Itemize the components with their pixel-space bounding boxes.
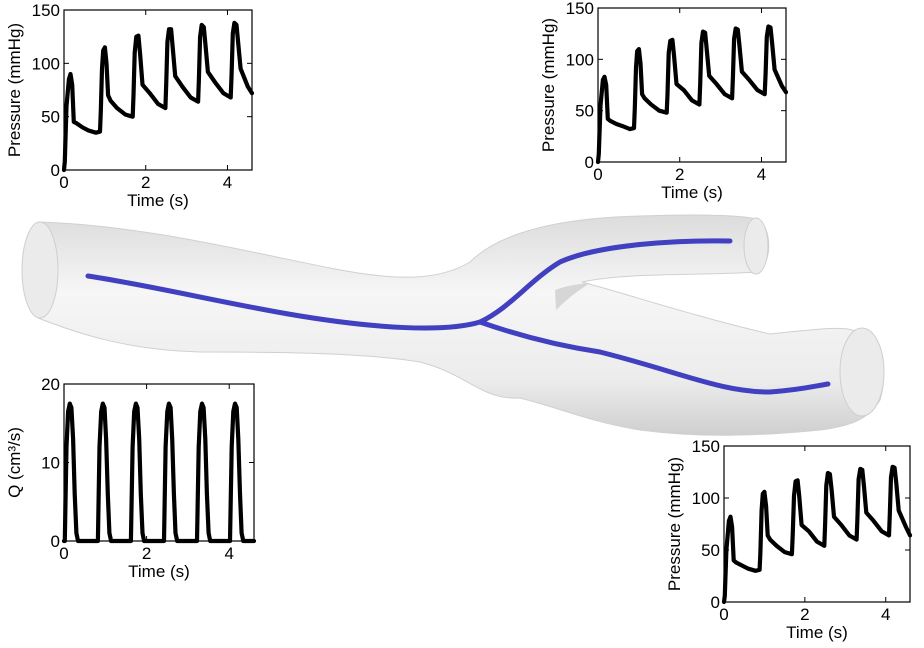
pressure-bottom-right-ytick-label: 100 — [692, 489, 720, 508]
pressure-top-left-ytick-label: 150 — [32, 1, 60, 20]
pressure-bottom-right-ytick-label: 50 — [701, 541, 720, 560]
pressure-top-right-ytick-label: 50 — [575, 102, 594, 121]
pressure-top-right-xlabel: Time (s) — [661, 183, 723, 202]
pressure-bottom-right-ytick-label: 0 — [711, 593, 720, 612]
pressure-top-left-axes-frame — [63, 9, 253, 171]
outlet-opening-lower — [839, 327, 885, 417]
inlet-opening — [21, 221, 59, 319]
pressure-top-left-ylabel: Pressure (mmHg) — [5, 23, 24, 157]
flow-bottom-left-ylabel: Q (cm³/s) — [5, 427, 24, 498]
pressure-top-left-series-line — [61, 20, 255, 173]
flow-bottom-left-series-line — [61, 401, 257, 544]
flow-bottom-left-ytick-label: 0 — [51, 532, 60, 551]
pressure-top-right-axes-frame — [597, 7, 787, 163]
flow-bottom-left-xtick-label: 4 — [224, 544, 233, 563]
pressure-top-left-xtick-label: 0 — [59, 173, 68, 192]
flow-bottom-left-axes-frame — [63, 383, 255, 542]
flow-bottom-left-ytick-label: 20 — [41, 375, 60, 394]
vessel-centerline-branch — [477, 319, 831, 395]
pressure-top-right-ytick-label: 0 — [585, 153, 594, 172]
vessel-model — [21, 214, 885, 436]
pressure-bottom-right-ytick-label: 150 — [692, 437, 720, 456]
pressure-bottom-right-axes-frame — [723, 445, 911, 603]
pressure-bottom-right-ylabel: Pressure (mmHg) — [665, 457, 684, 591]
pressure-top-right-series-line — [595, 24, 789, 165]
pressure-top-right-ylabel: Pressure (mmHg) — [539, 18, 558, 152]
pressure-top-left-ytick-label: 0 — [51, 161, 60, 180]
flow-bottom-left-xtick-label: 0 — [59, 544, 68, 563]
pressure-top-left-xtick-label: 2 — [141, 173, 150, 192]
outlet-opening-upper — [743, 217, 769, 275]
pressure-top-left-ytick-label: 100 — [32, 54, 60, 73]
pressure-bottom-right-xtick-label: 4 — [881, 605, 890, 624]
pressure-top-right-xtick-label: 4 — [757, 165, 766, 184]
pressure-top-right-xtick-label: 0 — [593, 165, 602, 184]
pressure-top-right-ytick-label: 100 — [566, 50, 594, 69]
pressure-top-left-xlabel: Time (s) — [127, 191, 189, 210]
pressure-bottom-right-xtick-label: 0 — [719, 605, 728, 624]
pressure-top-left-xtick-label: 4 — [223, 173, 232, 192]
pressure-bottom-right-series-line — [721, 464, 913, 605]
pressure-bottom-right-xtick-label: 2 — [800, 605, 809, 624]
bifurcation-crotch-shadow — [555, 283, 590, 310]
pressure-top-right-xtick-label: 2 — [675, 165, 684, 184]
pressure-bottom-right-xlabel: Time (s) — [786, 623, 848, 642]
flow-bottom-left-ytick-label: 10 — [41, 454, 60, 473]
pressure-top-left-ytick-label: 50 — [41, 108, 60, 127]
flow-bottom-left-xlabel: Time (s) — [128, 562, 190, 581]
pressure-top-right-ytick-label: 150 — [566, 0, 594, 18]
flow-bottom-left-xtick-label: 2 — [142, 544, 151, 563]
vessel-centerline — [85, 238, 733, 331]
